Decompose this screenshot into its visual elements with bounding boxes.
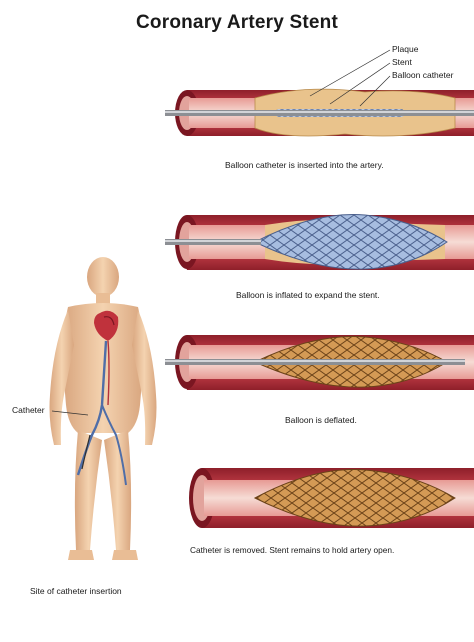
step-4-caption: Catheter is removed. Stent remains to ho… [190,545,394,555]
deflated-balloon-illustration [165,325,474,400]
step-1-caption: Balloon catheter is inserted into the ar… [225,160,384,170]
catheter-leader-line [50,405,100,419]
step-3-caption: Balloon is deflated. [285,415,357,425]
diagram-title: Coronary Artery Stent [0,12,474,34]
step-2-panel [165,205,474,280]
balloon-catheter-label: Balloon catheter [392,70,453,80]
catheter-label: Catheter [12,405,45,415]
inflated-balloon-illustration [165,205,474,280]
step-3-panel [165,325,474,400]
callout-leader-lines [290,40,400,110]
figure-caption: Site of catheter insertion [30,586,122,596]
step-2-caption: Balloon is inflated to expand the stent. [236,290,380,300]
step-4-panel [180,458,474,538]
stent-in-artery-illustration [180,458,474,538]
